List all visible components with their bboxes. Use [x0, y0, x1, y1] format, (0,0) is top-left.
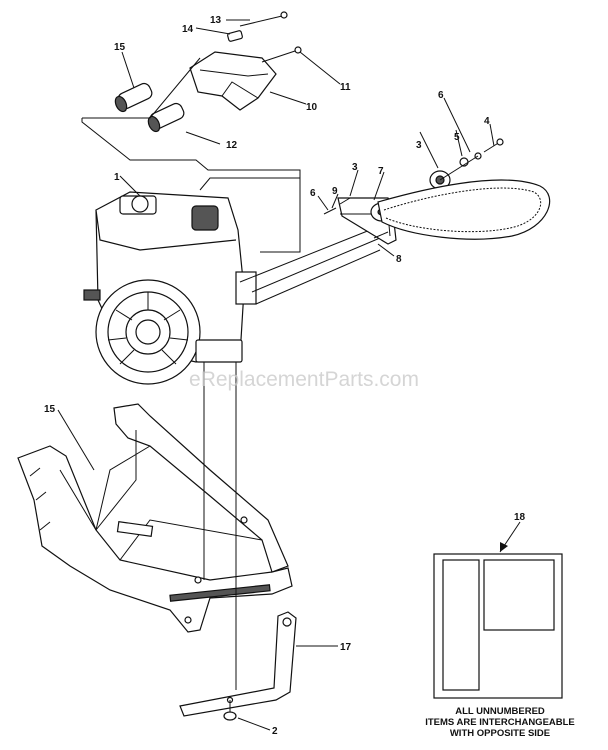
callout-6-top: 6 [438, 90, 444, 101]
spacer-part-15-top[interactable] [113, 82, 154, 114]
base-frame-part-15[interactable] [17, 403, 293, 633]
note-line-1: ALL UNNUMBERED [455, 706, 545, 717]
decal-part-18[interactable] [433, 553, 563, 699]
callout-3-left: 3 [352, 162, 358, 173]
callout-17: 17 [340, 642, 352, 653]
callout-3-right: 3 [416, 140, 422, 151]
callout-12: 12 [226, 140, 238, 151]
callout-11: 11 [340, 82, 351, 93]
bolt-part-13[interactable] [239, 11, 288, 27]
callout-13: 13 [210, 15, 222, 26]
screw-part-9[interactable] [339, 197, 351, 205]
spacer-part-12[interactable] [146, 102, 186, 134]
callout-18: 18 [514, 512, 526, 523]
callout-15-frame: 15 [44, 404, 56, 415]
bolt-part-11[interactable] [261, 46, 302, 63]
note-line-3: WITH OPPOSITE SIDE [450, 728, 550, 739]
bolt-part-4[interactable] [483, 138, 504, 153]
note-line-2: ITEMS ARE INTERCHANGEABLE [425, 717, 575, 728]
belt-part-7[interactable] [377, 179, 551, 240]
callout-7: 7 [378, 166, 384, 177]
callout-4: 4 [484, 116, 490, 127]
callout-8: 8 [396, 254, 402, 265]
bracket-part-17[interactable] [179, 611, 297, 717]
screw-part-6-left[interactable] [323, 207, 337, 215]
washer-part-14[interactable] [227, 30, 243, 42]
callout-15-top: 15 [114, 42, 126, 53]
bolt-part-2[interactable] [223, 700, 237, 721]
callout-14: 14 [182, 24, 194, 35]
callout-2: 2 [272, 726, 278, 737]
engine-part-1[interactable] [83, 191, 257, 385]
watermark: eReplacementParts.com [189, 368, 419, 391]
callout-9: 9 [332, 186, 338, 197]
shield-part-10[interactable] [189, 51, 277, 111]
callout-5: 5 [454, 132, 460, 143]
callout-6-left: 6 [310, 188, 316, 199]
callout-10: 10 [306, 102, 318, 113]
callout-1: 1 [114, 172, 120, 183]
screw-part-8[interactable] [373, 231, 389, 239]
